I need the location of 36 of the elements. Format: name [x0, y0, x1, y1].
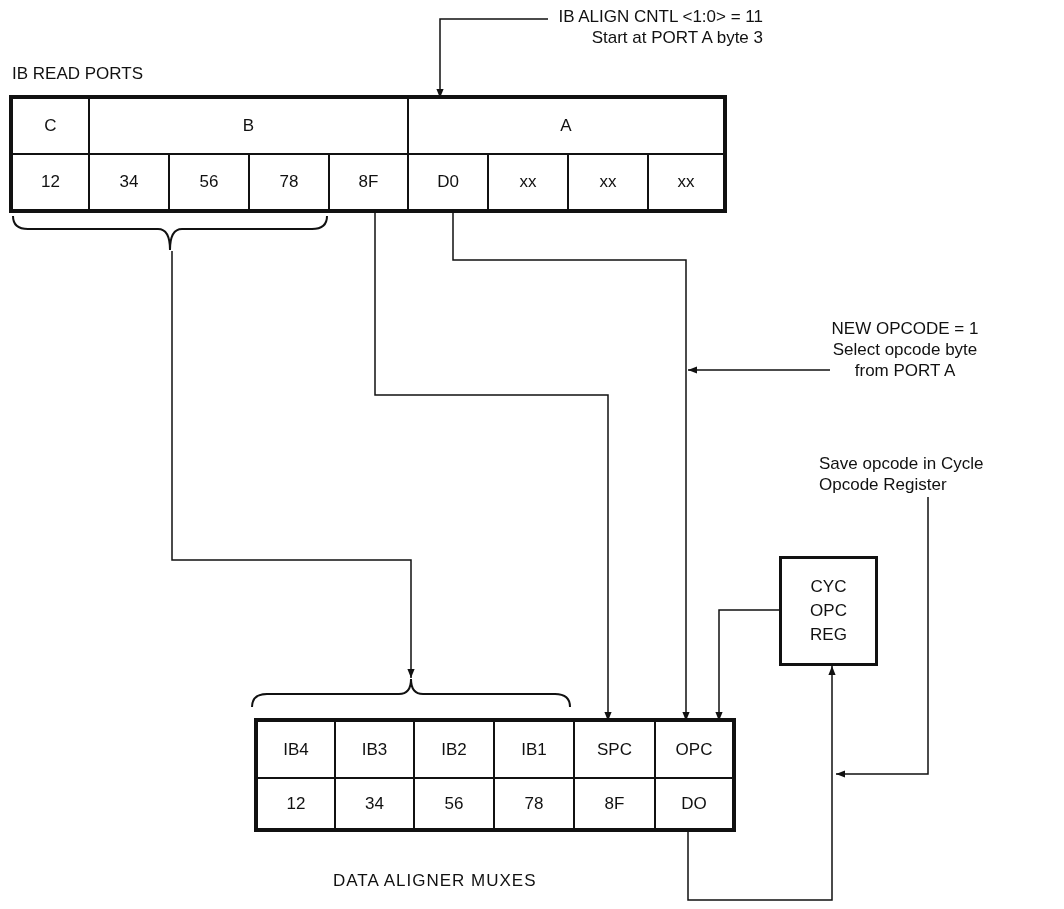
byte-value: 12: [12, 154, 89, 210]
arrow: [171, 250, 415, 679]
curly-brace: [12, 215, 328, 251]
port-header: C: [12, 98, 89, 154]
port-header: B: [89, 98, 408, 154]
byte-value: 56: [414, 778, 494, 829]
register-title: DATA ALIGNER MUXES: [333, 871, 537, 891]
annotation-text: IB ALIGN CNTL <1:0> = 11 Start at PORT A byte 3: [548, 6, 763, 52]
byte-value: xx: [568, 154, 648, 210]
mux-header: IB4: [257, 721, 335, 778]
byte-value: 34: [335, 778, 414, 829]
byte-value: 34: [89, 154, 169, 210]
byte-value: DO: [655, 778, 733, 829]
byte-value: D0: [408, 154, 488, 210]
byte-value: xx: [648, 154, 724, 210]
register-box: CYC OPC REG: [779, 556, 878, 666]
byte-value: 8F: [574, 778, 655, 829]
annotation-text: Save opcode in Cycle Opcode Register: [819, 453, 1019, 497]
mux-header: OPC: [655, 721, 733, 778]
arrow: [687, 366, 831, 374]
mux-header: SPC: [574, 721, 655, 778]
byte-value: 12: [257, 778, 335, 829]
mux-header: IB3: [335, 721, 414, 778]
register-title: IB READ PORTS: [12, 64, 143, 84]
arrow: [687, 665, 836, 901]
mux-header: IB2: [414, 721, 494, 778]
byte-value: xx: [488, 154, 568, 210]
arrow: [835, 496, 929, 778]
mux-header: IB1: [494, 721, 574, 778]
curly-brace: [251, 678, 571, 708]
byte-value: 78: [494, 778, 574, 829]
byte-value: 8F: [329, 154, 408, 210]
port-header: A: [408, 98, 724, 154]
byte-value: 78: [249, 154, 329, 210]
annotation-text: NEW OPCODE = 1 Select opcode byte from PORT A: [830, 318, 980, 384]
byte-value: 56: [169, 154, 249, 210]
